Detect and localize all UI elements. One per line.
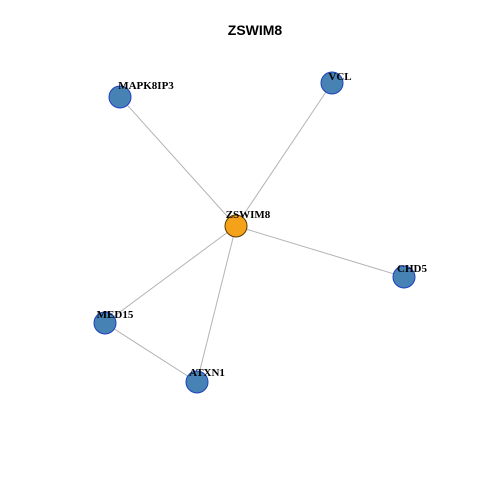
node-zswim8: ZSWIM8 xyxy=(224,209,271,238)
node-label-atxn1: ATXN1 xyxy=(189,367,225,379)
diagram-title: ZSWIM8 xyxy=(228,22,283,38)
edge-med15-atxn1 xyxy=(104,322,198,383)
edge-zswim8-chd5 xyxy=(235,225,405,278)
edge-zswim8-vcl xyxy=(235,82,333,227)
node-circle-vcl xyxy=(320,71,344,95)
node-circle-chd5 xyxy=(392,265,416,289)
node-atxn1: ATXN1 xyxy=(185,367,225,394)
node-label-vcl: VCL xyxy=(328,71,351,83)
node-label-chd5: CHD5 xyxy=(397,263,427,275)
node-label-med15: MED15 xyxy=(97,309,134,321)
node-label-mapk8ip3: MAPK8IP3 xyxy=(118,80,174,92)
node-med15: MED15 xyxy=(93,309,134,335)
node-circle-atxn1 xyxy=(185,370,209,394)
edge-zswim8-atxn1 xyxy=(196,225,237,383)
node-chd5: CHD5 xyxy=(392,263,427,289)
edge-layer xyxy=(104,82,405,383)
edge-zswim8-med15 xyxy=(104,225,237,324)
node-mapk8ip3: MAPK8IP3 xyxy=(108,80,174,109)
edge-zswim8-mapk8ip3 xyxy=(119,96,237,227)
node-vcl: VCL xyxy=(320,71,352,95)
node-circle-mapk8ip3 xyxy=(108,85,132,109)
node-circle-zswim8 xyxy=(224,214,248,238)
node-circle-med15 xyxy=(93,311,117,335)
node-label-zswim8: ZSWIM8 xyxy=(226,209,271,221)
